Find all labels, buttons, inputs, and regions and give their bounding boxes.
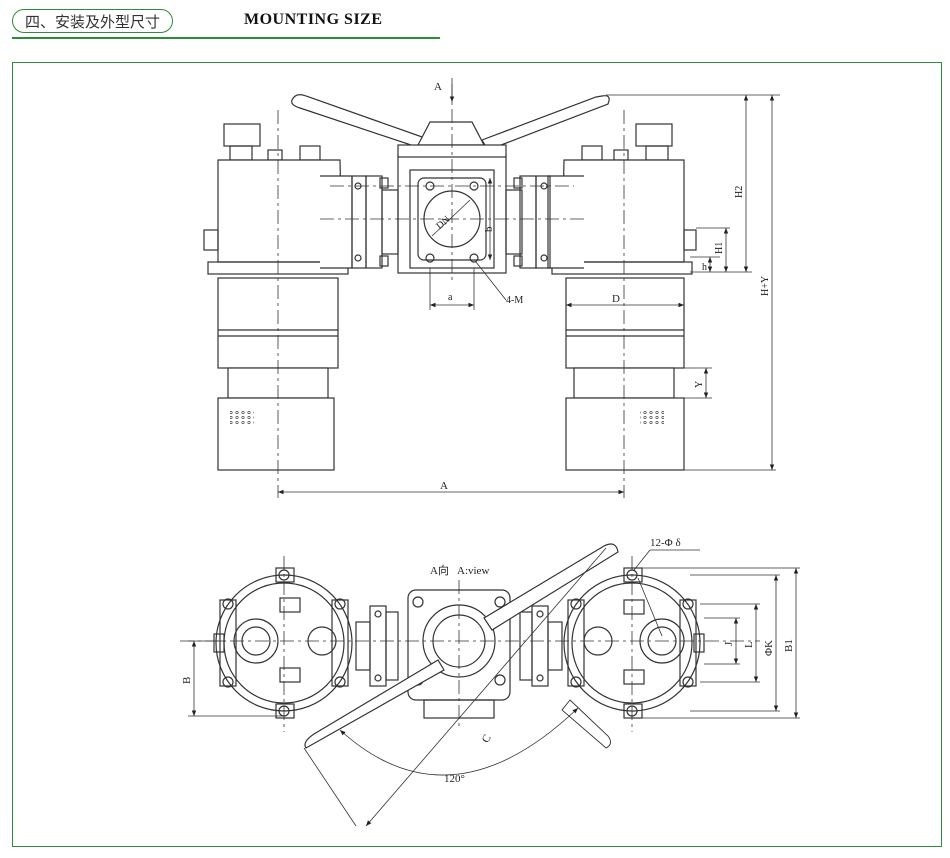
label-b: B [181, 677, 193, 684]
header-underline [12, 37, 440, 39]
label-k: ΦK [763, 640, 775, 656]
label-h-small: h [702, 262, 707, 273]
plan-handle-1 [483, 543, 619, 631]
label-d: D [612, 293, 620, 305]
plan-flange-right [519, 605, 563, 687]
label-b1: B1 [783, 639, 795, 652]
housing-left [203, 123, 399, 471]
label-holes: 12-Φ δ [650, 537, 681, 549]
label-h1: H1 [714, 242, 725, 254]
label-a-bottom: A [440, 480, 448, 492]
section-header: 四、安装及外型尺寸 MOUNTING SIZE [0, 0, 950, 40]
label-c: C [480, 733, 494, 745]
label-4m: 4-M [506, 295, 523, 306]
section-title: MOUNTING SIZE [244, 11, 383, 28]
label-a-small: a [448, 292, 453, 303]
label-hy: H+Y [760, 276, 771, 296]
plan-housing-right [563, 567, 705, 719]
front-view [203, 78, 780, 498]
label-angle: 120° [444, 773, 465, 785]
top-view [180, 543, 800, 827]
label-b-small: b [483, 226, 495, 232]
plan-handle-2 [304, 659, 445, 749]
handle-right [481, 95, 610, 151]
plan-centerlines [180, 556, 760, 732]
plan-housing-left [213, 567, 353, 719]
label-h2: H2 [734, 186, 745, 198]
label-a-arrow: A [434, 81, 442, 93]
plan-dimensions [188, 547, 800, 827]
top-view-labels: A向 A:view 12-Φ δ B C 120° J L ΦK B1 [181, 537, 795, 785]
label-view-en: A:view [457, 565, 489, 577]
label-j: J [723, 641, 735, 646]
handle-left [291, 94, 426, 149]
housing-right [505, 123, 697, 471]
label-l: L [743, 641, 755, 648]
front-dimensions [278, 78, 780, 495]
label-view-cn: A向 [430, 563, 449, 577]
drawing-frame [12, 62, 942, 847]
plan-flange-left [355, 605, 399, 687]
section-badge: 四、安装及外型尺寸 [12, 9, 174, 33]
label-y: Y [694, 381, 705, 388]
plan-handle-ghost [561, 699, 611, 749]
